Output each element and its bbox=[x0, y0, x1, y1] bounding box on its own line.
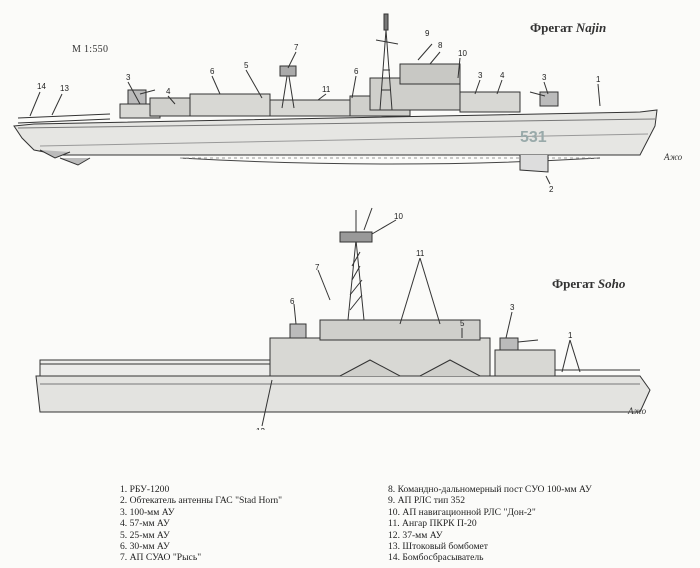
callout-3a: 3 bbox=[126, 73, 131, 82]
callout-4b: 4 bbox=[500, 71, 505, 80]
title-name: Najin bbox=[575, 20, 607, 35]
callout-1: 1 bbox=[596, 75, 601, 84]
callout-11: 11 bbox=[322, 85, 331, 94]
callout-12-soho: 12 bbox=[256, 427, 265, 430]
signature-bottom: Ажо bbox=[627, 406, 647, 416]
legend-item: 6. 30-мм АУ bbox=[120, 541, 170, 553]
callout-10-soho: 10 bbox=[394, 212, 403, 221]
callout-1-soho: 1 bbox=[568, 331, 573, 340]
callout-4a: 4 bbox=[166, 87, 171, 96]
legend-item: 1. РБУ-1200 bbox=[120, 484, 170, 495]
callout-6b: 6 bbox=[354, 67, 359, 76]
callout-3c: 3 bbox=[542, 73, 547, 82]
legend-item: 5. 25-мм АУ bbox=[120, 529, 170, 541]
callout-3b: 3 bbox=[478, 71, 483, 80]
callout-3-soho: 3 bbox=[510, 303, 515, 312]
legend-item: 7. АП СУАО "Рысь" bbox=[120, 552, 202, 564]
hull-number: 531 bbox=[520, 129, 547, 146]
legend-right: 8. Командно-дальномерный пост СУО 100-мм… bbox=[388, 484, 592, 564]
legend-left: 1. РБУ-1200 2. Обтекатель антенны ГАС "S… bbox=[120, 484, 282, 564]
legend-item: 14. Бомбосбрасыватель bbox=[388, 552, 484, 564]
callout-6-soho: 6 bbox=[290, 297, 295, 306]
legend-item: 8. Командно-дальномерный пост СУО 100-мм… bbox=[388, 484, 592, 495]
legend-item: 4. 57-мм АУ bbox=[120, 518, 170, 530]
callout-10: 10 bbox=[458, 49, 467, 58]
legend-item: 3. 100-мм АУ bbox=[120, 506, 175, 518]
sonar-dome bbox=[519, 155, 549, 173]
callout-9: 9 bbox=[425, 29, 430, 38]
legend-item: 2. Обтекатель антенны ГАС "Stad Horn" bbox=[120, 495, 283, 507]
legend-item: 12. 37-мм АУ bbox=[388, 529, 443, 541]
scale-label: М 1:550 bbox=[72, 44, 109, 55]
soho-side-view: 9 10 7 6 11 5 3 1 12 Ажо bbox=[35, 200, 651, 430]
legend-item: 13. Штоковый бомбомет bbox=[388, 541, 488, 553]
callout-5-soho: 5 bbox=[460, 319, 465, 328]
callout-9-soho: 9 bbox=[371, 200, 376, 202]
callout-6a: 6 bbox=[210, 67, 215, 76]
ship-title-najin: Фрегат Najin bbox=[530, 20, 606, 36]
najin-hull bbox=[13, 109, 658, 156]
ship-title-soho: Фрегат Soho bbox=[552, 276, 625, 292]
soho-hull bbox=[35, 375, 651, 413]
title-prefix: Фрегат bbox=[552, 276, 598, 291]
legend-item: 10. АП навигационной РЛС "Дон-2" bbox=[388, 506, 536, 518]
callout-13: 13 bbox=[60, 84, 69, 93]
callout-5: 5 bbox=[244, 61, 249, 70]
legend-item: 9. АП РЛС тип 352 bbox=[388, 495, 466, 507]
callout-14: 14 bbox=[37, 82, 46, 91]
callout-7-soho: 7 bbox=[315, 263, 320, 272]
najin-side-view: 531 14 13 3 4 6 5 7 11 6 9 8 10 3 4 3 1 bbox=[13, 13, 683, 194]
legend-item: 11. Ангар ПКРК П-20 bbox=[388, 518, 477, 530]
signature-top: Ажо bbox=[663, 152, 683, 162]
callout-7: 7 bbox=[294, 43, 299, 52]
callout-2: 2 bbox=[549, 185, 554, 194]
callout-11-soho: 11 bbox=[416, 249, 425, 258]
callout-8: 8 bbox=[438, 41, 443, 50]
title-name: Soho bbox=[597, 276, 626, 291]
title-prefix: Фрегат bbox=[530, 20, 576, 35]
